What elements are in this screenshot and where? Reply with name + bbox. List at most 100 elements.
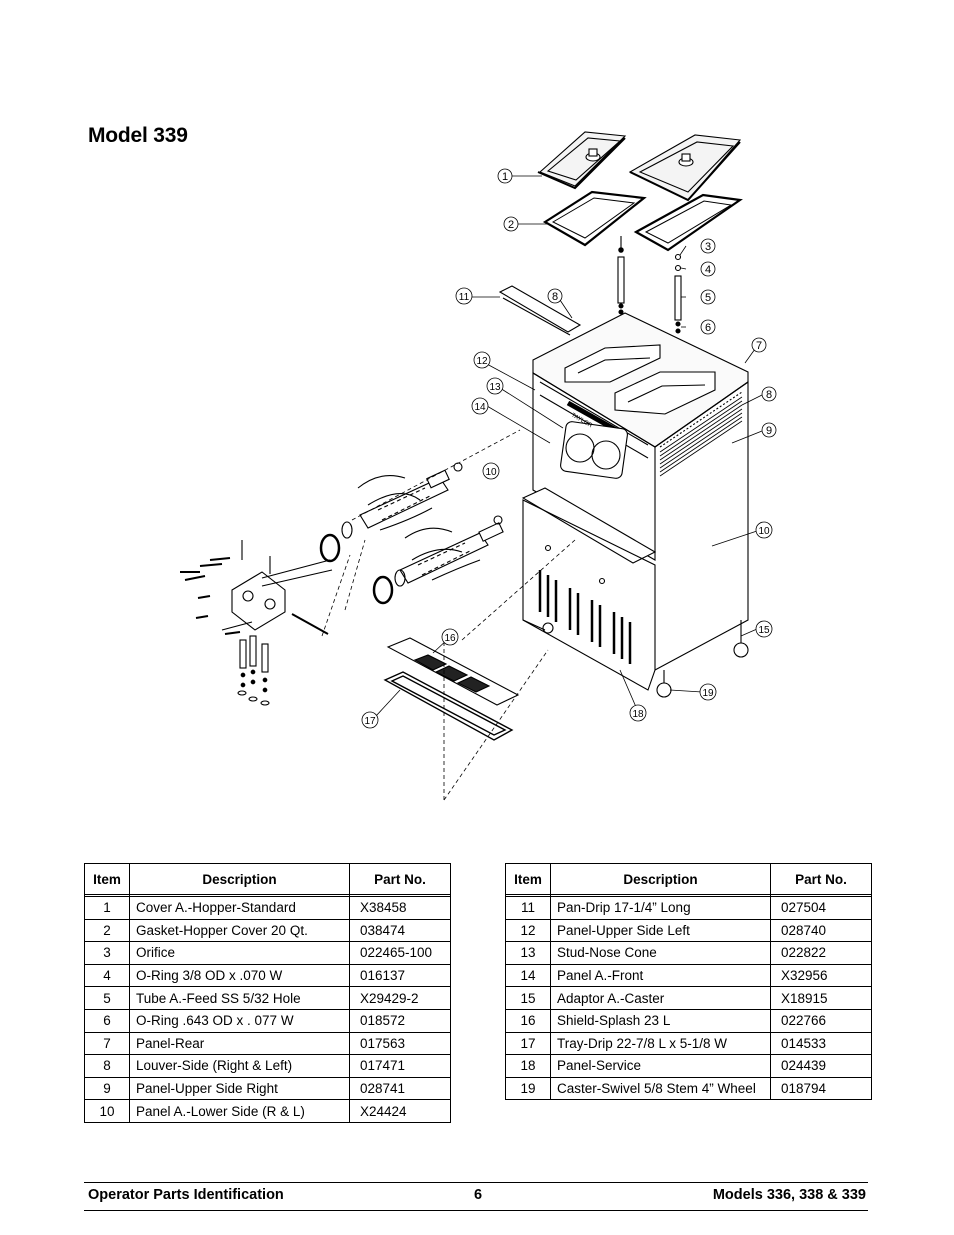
- callout-9: 9: [761, 422, 777, 438]
- callout-6: 6: [700, 319, 716, 335]
- cell-description: Panel-Upper Side Left: [550, 918, 771, 943]
- cell-part-no: 018794: [770, 1076, 872, 1101]
- cell-part-no: 028741: [349, 1076, 451, 1101]
- svg-text:18: 18: [632, 709, 644, 720]
- cell-description: Caster-Swivel 5/8 Stem 4” Wheel: [550, 1076, 771, 1101]
- drip-pan-11: [498, 285, 582, 336]
- cell-part-no: 016137: [349, 963, 451, 988]
- cell-part-no: 018572: [349, 1008, 451, 1033]
- cell-description: Gasket-Hopper Cover 20 Qt.: [129, 918, 350, 943]
- svg-text:12: 12: [476, 356, 488, 367]
- callout-4: 4: [700, 261, 716, 277]
- door-hardware: [180, 557, 270, 706]
- drive-shaft-o-rings: [319, 533, 394, 605]
- column-header-item: Item: [84, 863, 130, 895]
- column-header-item: Item: [505, 863, 551, 895]
- callout-14: 14: [471, 397, 489, 415]
- svg-text:4: 4: [705, 264, 711, 276]
- cell-description: Tube A.-Feed SS 5/32 Hole: [129, 986, 350, 1010]
- svg-text:6: 6: [705, 322, 711, 334]
- callout-1: 1: [497, 168, 513, 184]
- cell-item: 5: [84, 986, 130, 1010]
- cell-part-no: 024439: [770, 1054, 872, 1078]
- svg-text:19: 19: [702, 688, 714, 699]
- cell-description: Panel A.-Front: [550, 963, 771, 988]
- cell-item: 3: [84, 941, 130, 965]
- svg-text:8: 8: [766, 389, 772, 401]
- cell-item: 1: [84, 896, 130, 920]
- callout-7: 7: [751, 337, 767, 353]
- cell-item: 2: [84, 918, 130, 943]
- hopper-cover-right: [628, 134, 742, 202]
- cell-part-no: X32956: [770, 963, 872, 988]
- svg-text:16: 16: [444, 633, 456, 644]
- cell-part-no: X38458: [349, 896, 451, 920]
- cell-description: Cover A.-Hopper-Standard: [129, 896, 350, 920]
- drip-tray-17: [383, 671, 514, 741]
- svg-text:3: 3: [705, 241, 711, 253]
- footer-page-number: 6: [474, 1187, 483, 1203]
- svg-text:13: 13: [489, 382, 501, 393]
- shaft-seals: [341, 521, 406, 587]
- cell-part-no: X24424: [349, 1099, 451, 1123]
- callout-15: 15: [755, 620, 773, 638]
- hopper-cover-left: [537, 131, 627, 190]
- svg-text:9: 9: [766, 425, 772, 437]
- cell-part-no: 028740: [770, 918, 872, 943]
- footer-section-title: Operator Parts Identification: [88, 1187, 284, 1203]
- callout-5: 5: [700, 289, 716, 305]
- hopper-gasket-left: [542, 190, 647, 247]
- svg-text:15: 15: [758, 625, 770, 636]
- cell-item: 16: [505, 1008, 551, 1033]
- cell-description: O-Ring 3/8 OD x .070 W: [129, 963, 350, 988]
- cell-description: Panel-Service: [550, 1054, 771, 1078]
- cell-description: Panel A.-Lower Side (R & L): [129, 1099, 350, 1123]
- svg-text:14: 14: [474, 402, 486, 413]
- cell-part-no: 017563: [349, 1031, 451, 1056]
- svg-text:1: 1: [502, 171, 508, 183]
- callout-10: 10: [482, 462, 500, 480]
- hopper-gasket-right: [633, 193, 743, 252]
- cell-item: 8: [84, 1054, 130, 1078]
- cell-description: Stud-Nose Cone: [550, 941, 771, 965]
- footer-models: Models 336, 338 & 339: [712, 1187, 866, 1203]
- cell-part-no: 014533: [770, 1031, 872, 1056]
- machine-body: [521, 312, 749, 698]
- svg-text:10: 10: [758, 526, 770, 537]
- svg-text:17: 17: [364, 716, 376, 727]
- beater-assembly-lower: [399, 515, 504, 584]
- cell-part-no: X29429-2: [349, 986, 451, 1010]
- cell-item: 12: [505, 918, 551, 943]
- cell-part-no: X18915: [770, 986, 872, 1010]
- feed-tube-left: [617, 236, 625, 315]
- cell-item: 15: [505, 986, 551, 1010]
- callout-18: 18: [629, 704, 647, 722]
- cell-description: Pan-Drip 17-1/4” Long: [550, 896, 771, 920]
- cell-item: 9: [84, 1076, 130, 1101]
- footer-rule-bottom: [84, 1210, 868, 1211]
- callout-13: 13: [486, 377, 504, 395]
- cell-item: 18: [505, 1054, 551, 1078]
- freezer-door-assembly: [231, 540, 333, 635]
- column-header-description: Description: [550, 863, 771, 895]
- cell-part-no: 038474: [349, 918, 451, 943]
- callout-8-top: 8: [547, 288, 563, 304]
- column-header-part-no: Part No.: [770, 863, 872, 895]
- cell-item: 13: [505, 941, 551, 965]
- callout-11: 11: [455, 287, 473, 305]
